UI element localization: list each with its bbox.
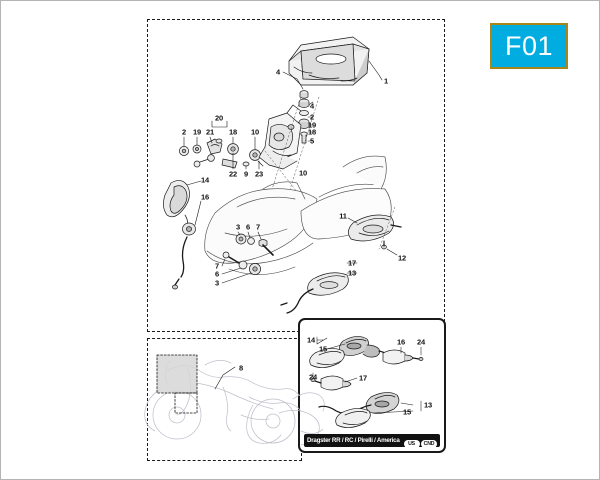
- main-diagram-region: [147, 19, 445, 332]
- callout-9: 9: [244, 169, 248, 179]
- market-chip: CND: [421, 439, 437, 447]
- plate-code-label: F01: [504, 30, 554, 61]
- inset-model-label-text: Dragster RR / RC / Pirelli / America: [307, 437, 400, 444]
- callout-1: 1: [384, 76, 388, 86]
- inset-callout-14: 14: [307, 335, 315, 345]
- callout-23: 23: [255, 169, 263, 179]
- bike-locator-region: [147, 338, 302, 461]
- callout-10: 10: [251, 127, 259, 137]
- callout-13: 13: [348, 268, 356, 278]
- callout-5: 5: [310, 136, 314, 146]
- callout-10: 10: [299, 168, 307, 178]
- callout-7: 7: [215, 261, 219, 271]
- callout-2: 2: [182, 127, 186, 137]
- inset-callout-17: 17: [359, 373, 367, 383]
- callout-19: 19: [308, 120, 316, 130]
- inset-callout-15: 15: [403, 407, 411, 417]
- callout-4: 4: [310, 101, 314, 111]
- callout-14: 14: [201, 175, 209, 185]
- callout-6: 6: [246, 222, 250, 232]
- callout-21: 21: [206, 127, 214, 137]
- inset-callout-15: 15: [319, 344, 327, 354]
- callout-6: 6: [215, 269, 219, 279]
- callout-22: 22: [229, 169, 237, 179]
- callout-4: 4: [276, 67, 280, 77]
- callout-3: 3: [236, 222, 240, 232]
- callout-18: 18: [229, 127, 237, 137]
- callout-20: 20: [215, 113, 223, 123]
- inset-callout-16: 16: [397, 337, 405, 347]
- callout-18: 18: [308, 127, 316, 137]
- callout-16: 16: [201, 192, 209, 202]
- plate-code-badge: F01: [490, 23, 568, 69]
- callout-19: 19: [193, 127, 201, 137]
- callout-11: 11: [339, 211, 347, 221]
- callout-17: 17: [348, 258, 356, 268]
- inset-callout-24: 24: [417, 337, 425, 347]
- market-chip: US: [403, 439, 420, 447]
- inset-callout-24: 24: [309, 372, 317, 382]
- callout-7: 7: [256, 222, 260, 232]
- callout-8: 8: [239, 363, 243, 373]
- callout-12: 12: [398, 253, 406, 263]
- inset-callout-13: 13: [424, 400, 432, 410]
- callout-2: 2: [310, 112, 314, 122]
- callout-3: 3: [215, 278, 219, 288]
